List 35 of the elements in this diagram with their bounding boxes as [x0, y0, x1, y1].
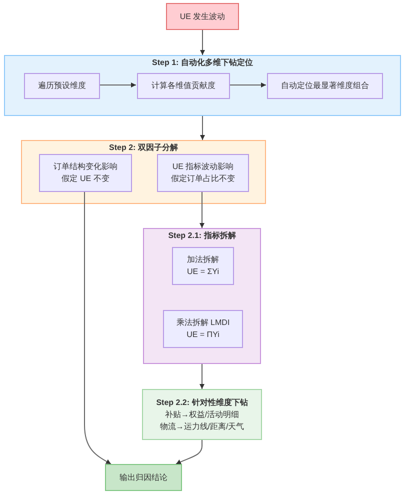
- box-text: 假定订单占比不变: [171, 173, 235, 185]
- box-text: UE = ΣYi: [187, 266, 219, 278]
- box-text: 假定 UE 不变: [62, 173, 110, 185]
- box-text: 补贴→权益/活动明细: [164, 408, 240, 420]
- box-text: 加法拆解: [187, 254, 219, 266]
- stage-panel: [143, 228, 261, 364]
- stage-panel: [4, 55, 401, 116]
- process-box: [157, 154, 249, 192]
- box-text: 订单结构变化影响: [54, 161, 118, 173]
- process-box: 自动定位最显著维度组合: [267, 73, 383, 99]
- arrow: [200, 116, 205, 140]
- process-box: [39, 154, 132, 192]
- arrow: [228, 82, 266, 88]
- box-text: 物流→运力线/距离/天气: [160, 420, 244, 432]
- box-text: UE = ΠYi: [186, 329, 220, 341]
- panel-title: Step 2: 双因子分解: [109, 142, 178, 154]
- arrow: [176, 440, 202, 464]
- process-box: [163, 310, 243, 348]
- panel-title: Step 1: 自动化多维下钻定位: [152, 57, 253, 69]
- arrow: [200, 364, 204, 390]
- arrow: [200, 30, 205, 56]
- event-box: UE 发生波动: [166, 3, 239, 30]
- result-box: 输出归因结论: [105, 464, 182, 491]
- stage-panel: [21, 140, 266, 204]
- process-box: 遍历预设维度: [24, 73, 100, 99]
- arrow: [84, 190, 112, 464]
- arrow: [200, 190, 204, 228]
- box-text: UE 指标波动影响: [172, 161, 234, 173]
- process-box: [142, 389, 262, 440]
- arrow: [98, 82, 136, 88]
- box-text: 乘法拆解 LMDI: [176, 317, 230, 329]
- process-box: [172, 247, 234, 285]
- process-box: 计算各维值贡献度: [137, 73, 230, 99]
- panel-title: Step 2.1: 指标拆解: [168, 230, 236, 242]
- box-text: Step 2.2: 针对性维度下钻: [156, 396, 248, 408]
